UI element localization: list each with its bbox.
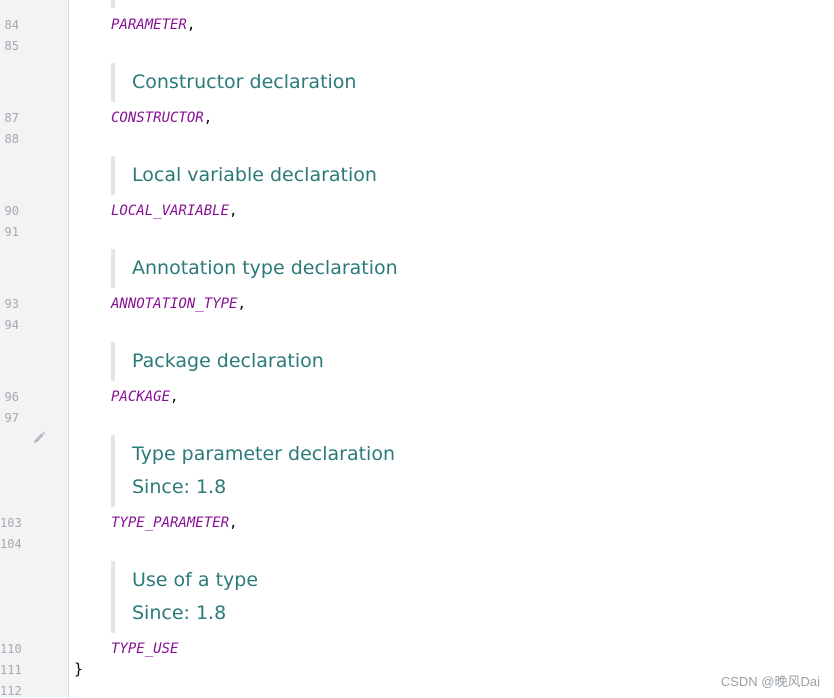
enum-constant: CONSTRUCTOR, — [111, 110, 213, 126]
enum-constant: TYPE_USE — [111, 641, 179, 657]
line-number: 96 — [4, 390, 19, 404]
doc-comment-since: Since: 1.8 — [132, 602, 227, 624]
line-number: 93 — [4, 297, 19, 311]
closing-brace: } — [74, 660, 84, 678]
doc-comment-text: Local variable declaration — [132, 164, 377, 186]
line-number: 91 — [4, 225, 19, 239]
line-number: 88 — [4, 132, 19, 146]
editor-gutter: 84 85 87 88 90 91 93 94 96 97 103 104 11… — [0, 0, 69, 698]
doc-comment-bar — [111, 435, 115, 507]
line-number: 110 — [0, 642, 22, 656]
doc-comment-bar — [111, 0, 115, 8]
doc-comment-bar — [111, 156, 115, 195]
doc-comment-text: Package declaration — [132, 350, 324, 372]
line-number: 84 — [4, 18, 19, 32]
doc-comment-bar — [111, 561, 115, 633]
enum-constant: LOCAL_VARIABLE, — [111, 203, 238, 219]
enum-constant: PACKAGE, — [111, 389, 179, 405]
pencil-icon[interactable] — [32, 431, 46, 445]
line-number: 85 — [4, 39, 19, 53]
enum-constant: ANNOTATION_TYPE, — [111, 296, 246, 312]
enum-constant: TYPE_PARAMETER, — [111, 515, 238, 531]
doc-comment-text: Type parameter declaration — [132, 443, 395, 465]
doc-comment-bar — [111, 342, 115, 381]
line-number: 87 — [4, 111, 19, 125]
doc-comment-text: Constructor declaration — [132, 71, 357, 93]
doc-comment-text: Use of a type — [132, 569, 259, 591]
watermark: CSDN @晚风Dai — [720, 674, 820, 689]
doc-comment-bar — [111, 63, 115, 102]
doc-comment-bar — [111, 249, 115, 288]
doc-comment-text: Annotation type declaration — [132, 257, 398, 279]
line-number: 90 — [4, 204, 19, 218]
line-number: 94 — [4, 318, 19, 332]
line-number: 112 — [0, 684, 22, 698]
line-number: 104 — [0, 537, 22, 551]
line-number: 97 — [4, 411, 19, 425]
enum-constant: PARAMETER, — [111, 17, 196, 33]
line-number: 111 — [0, 663, 22, 677]
doc-comment-since: Since: 1.8 — [132, 476, 227, 498]
line-number: 103 — [0, 516, 22, 530]
